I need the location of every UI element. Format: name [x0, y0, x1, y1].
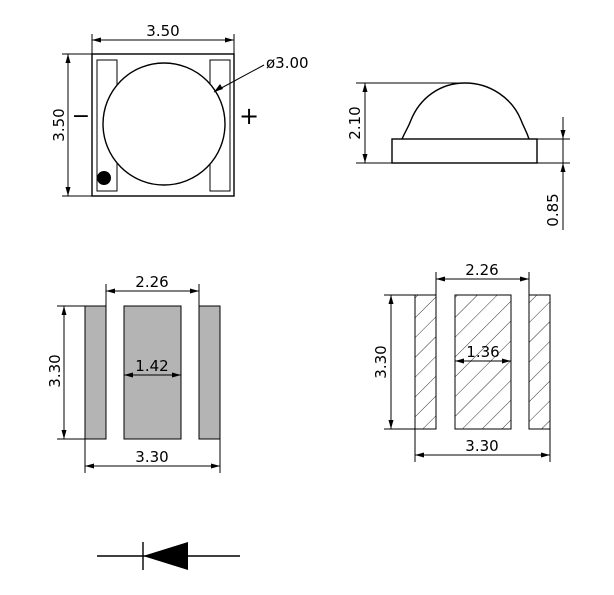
pad-right: [198, 305, 221, 440]
polarity-dot: [97, 171, 111, 185]
side-base-dimension: 0.85: [537, 117, 570, 230]
pad-left: [84, 305, 107, 440]
minus-polarity-label: −: [72, 104, 90, 129]
pcb-height-label: 3.30: [372, 345, 390, 378]
land-center: [454, 294, 512, 430]
side-height-label: 2.10: [346, 106, 364, 139]
pcb-width-label: 3.30: [465, 437, 498, 455]
pcb-pattern-view: 2.26 3.30 1.36 3.30: [372, 261, 551, 462]
bottom-height-dimension: 3.30: [46, 305, 85, 440]
package-outline: [91, 53, 235, 197]
bottom-width-dimension: 3.30: [84, 439, 221, 473]
bottom-width-label: 3.30: [135, 448, 168, 466]
bottom-pitch-dimension: 2.26: [105, 273, 200, 306]
side-view: 2.10 0.85: [346, 82, 570, 230]
lens-diameter-leader: ø3.00: [213, 54, 309, 93]
top-width-label: 3.50: [146, 22, 179, 40]
lens-dome: [401, 82, 530, 140]
pcb-height-dimension: 3.30: [372, 294, 415, 430]
pad-center: [123, 305, 182, 440]
pcb-pitch-dimension: 2.26: [435, 261, 530, 295]
pcb-width-dimension: 3.30: [414, 429, 551, 462]
lens-circle: [102, 62, 226, 186]
top-view: 3.50 3.50 ø3.00 − +: [50, 22, 309, 197]
top-height-label: 3.50: [50, 108, 68, 141]
top-height-dimension: 3.50: [50, 53, 92, 197]
top-width-dimension: 3.50: [91, 22, 235, 54]
bottom-height-label: 3.30: [46, 354, 64, 387]
bottom-center-label: 1.42: [135, 357, 168, 375]
bottom-center-dimension: 1.42: [124, 357, 181, 378]
package-base: [391, 138, 538, 164]
land-left: [414, 294, 437, 430]
diode-symbol-icon: [97, 542, 240, 570]
pcb-pitch-label: 2.26: [465, 261, 498, 279]
plus-polarity-label: +: [239, 102, 259, 130]
bottom-pitch-label: 2.26: [135, 273, 168, 291]
pcb-center-label: 1.36: [466, 343, 499, 361]
pcb-center-dimension: 1.36: [455, 343, 511, 364]
side-base-label: 0.85: [544, 193, 562, 226]
bottom-pads-view: 2.26 3.30 1.42 3.30: [46, 273, 221, 473]
side-height-dimension: 2.10: [346, 82, 465, 164]
lens-diameter-label: ø3.00: [266, 54, 309, 72]
land-right: [528, 294, 551, 430]
